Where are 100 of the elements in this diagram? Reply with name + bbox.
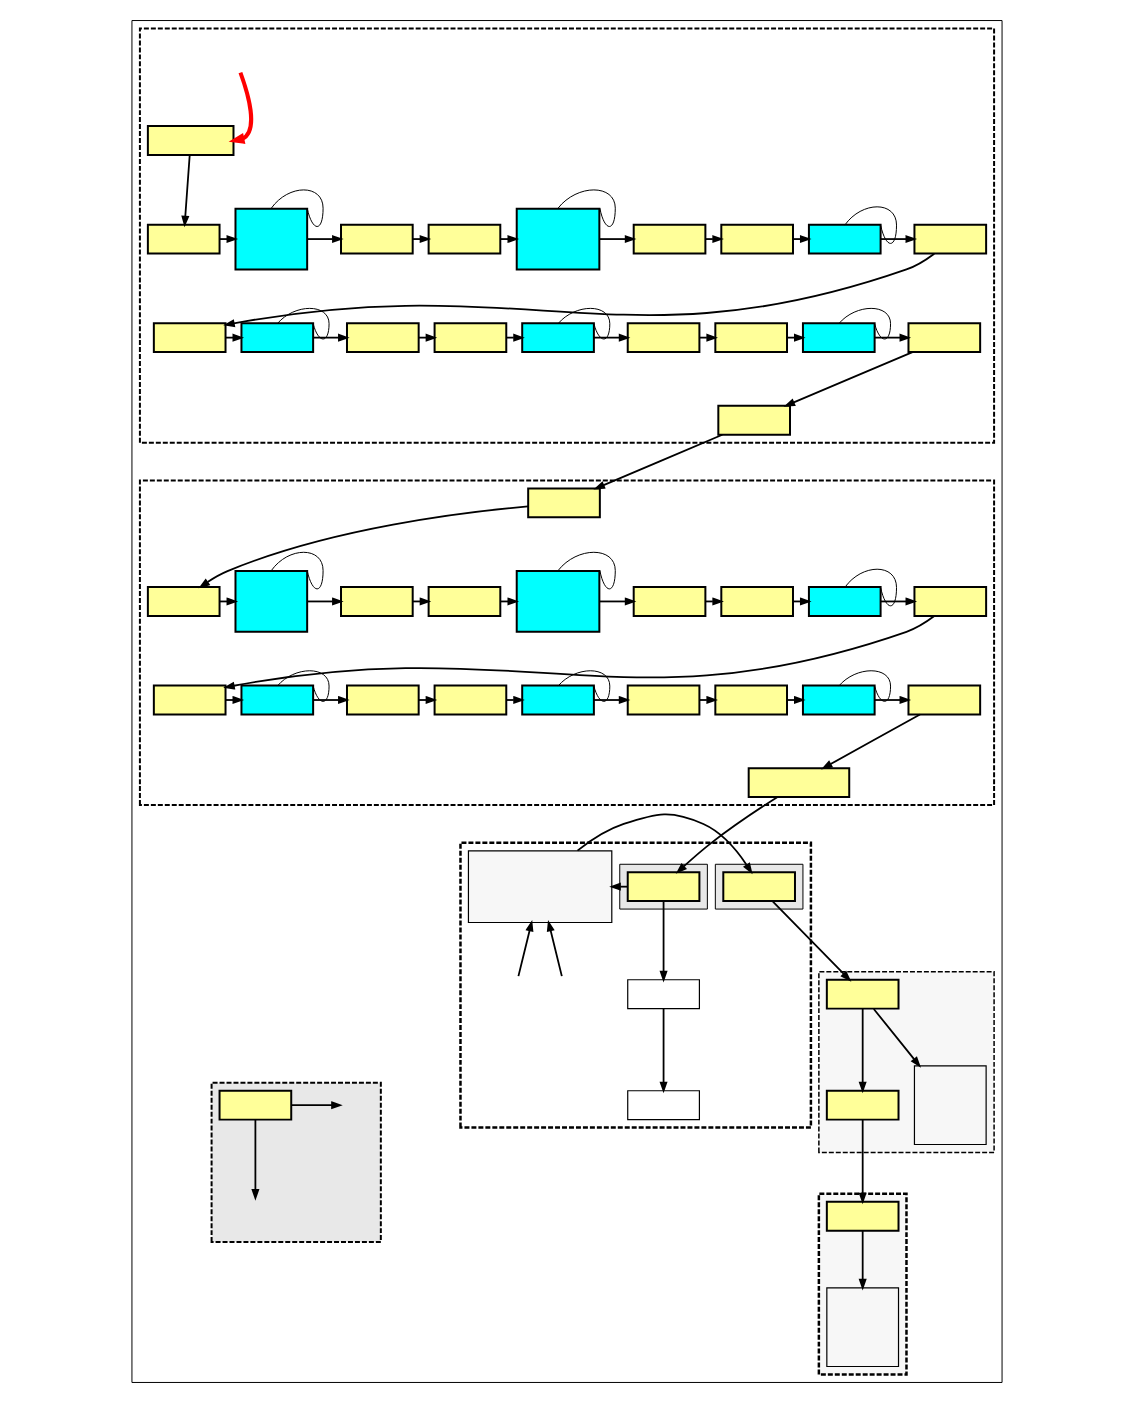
arrow: [858, 1119, 867, 1205]
arrow: [593, 433, 724, 490]
node-box: [515, 207, 601, 271]
arrow: [312, 333, 350, 342]
node-box: [717, 404, 791, 436]
node-box: [907, 322, 982, 354]
node-box: [714, 322, 788, 354]
arrow: [873, 333, 912, 342]
node-box: [722, 871, 796, 903]
node-box: [218, 1089, 293, 1121]
node-box: [913, 586, 988, 617]
node-box: [913, 1065, 987, 1146]
node-box: [627, 1090, 700, 1121]
arrow: [417, 333, 438, 342]
arrow: [499, 235, 520, 244]
node-box: [433, 322, 508, 354]
arrow: [312, 695, 350, 705]
connector: [844, 206, 898, 244]
arrow: [306, 235, 344, 244]
node-box: [427, 223, 502, 255]
arrow: [872, 1008, 922, 1068]
node-box: [152, 684, 227, 716]
node-box: [521, 684, 595, 716]
node-box: [515, 570, 601, 633]
arrow: [223, 615, 936, 690]
arrow: [223, 252, 936, 328]
arrow: [609, 882, 629, 891]
node-box: [340, 586, 414, 617]
node-box: [626, 871, 701, 903]
cluster: [459, 841, 813, 1129]
arrow: [858, 1230, 867, 1291]
node-box: [433, 684, 508, 716]
cluster: [210, 1081, 382, 1244]
arrow: [698, 695, 718, 705]
node-box: [146, 586, 221, 617]
node-box: [825, 978, 900, 1010]
arrow: [505, 695, 525, 705]
node-box: [826, 1287, 900, 1368]
cluster: [138, 27, 996, 444]
connector: [276, 307, 330, 340]
arrow: [659, 1008, 668, 1094]
arrow: [218, 235, 239, 244]
arrow: [675, 796, 779, 874]
arrow: [411, 235, 432, 244]
connector: [844, 568, 898, 607]
node-box: [340, 223, 414, 255]
node-box: [720, 223, 794, 255]
arrow: [598, 597, 637, 606]
arrow: [198, 505, 529, 589]
arrow: [576, 813, 753, 875]
connector: [270, 551, 324, 590]
arrow: [546, 919, 563, 978]
connector: [276, 670, 330, 702]
arrow: [224, 333, 245, 342]
node-box: [632, 586, 707, 617]
node-box: [152, 322, 227, 354]
node-box: [146, 125, 235, 156]
node-box: [801, 322, 876, 354]
arrow: [593, 333, 631, 342]
arrow: [251, 1119, 260, 1201]
node-box: [627, 979, 700, 1010]
node-box: [527, 487, 601, 519]
arrow: [786, 333, 806, 342]
arrow: [306, 597, 344, 606]
node-box: [240, 684, 315, 716]
connector: [557, 189, 616, 227]
connector: [838, 307, 892, 340]
node-box: [747, 767, 851, 799]
node-box: [521, 322, 595, 354]
arrow: [505, 333, 525, 342]
arrow: [181, 154, 191, 228]
arrow: [598, 235, 637, 244]
node-box: [807, 586, 882, 617]
node-box: [913, 223, 988, 255]
node-box: [346, 684, 420, 716]
node-box: [807, 223, 882, 255]
node-box: [907, 684, 982, 716]
arrow: [783, 351, 914, 407]
connector: [838, 670, 892, 702]
arrow: [704, 235, 724, 244]
node-box: [632, 223, 707, 255]
node-box: [801, 684, 876, 716]
arrow: [517, 919, 534, 978]
node-box: [714, 684, 788, 716]
arrow: [593, 695, 631, 705]
arrow: [858, 1008, 867, 1094]
cluster: [131, 20, 1003, 1383]
connector: [557, 670, 611, 702]
node-box: [825, 1089, 900, 1121]
node-box: [720, 586, 794, 617]
node-box: [234, 570, 309, 633]
node-box: [427, 586, 502, 617]
arrow: [417, 695, 438, 705]
arrow: [290, 1101, 343, 1110]
node-box: [234, 207, 309, 271]
arrow: [659, 900, 668, 983]
arrow: [821, 713, 921, 770]
node-box: [346, 322, 420, 354]
connector: [270, 189, 324, 227]
connector: [557, 551, 616, 590]
